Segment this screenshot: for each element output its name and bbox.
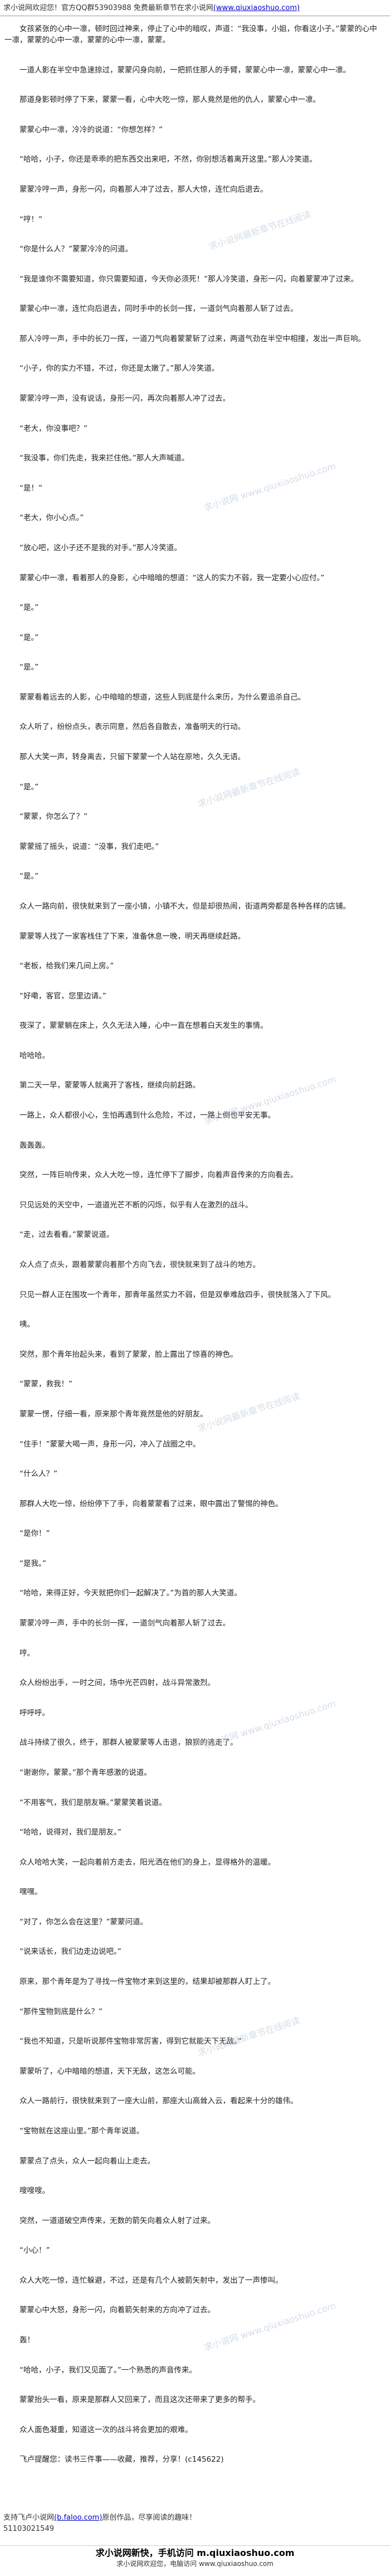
faloo-link[interactable]: (b.faloo.com) (54, 2514, 103, 2522)
paragraph: “说来话长，我们边走边说吧。” (20, 1947, 121, 1956)
paragraph: 蒙蒙点了点头，众人一起向着山上走去。 (20, 2157, 155, 2166)
paragraph: “那件宝物到底是什么？” (20, 2007, 103, 2016)
paragraph: “是。” (20, 783, 39, 792)
paragraph: “住手！”蒙蒙大喝一声，身形一闪，冲入了战圈之中。 (20, 1440, 201, 1449)
paragraph: “我也不知道，只是听说那件宝物非常厉害，得到它就能天下无敌。” (20, 2037, 242, 2046)
qq-group-number: 53903988 (94, 4, 131, 12)
paragraph: 突然，一阵巨响传来，众人大吃一惊，连忙停下了脚步，向着声音传来的方向看去。 (20, 1171, 298, 1180)
paragraph: 蒙蒙抬头一看，原来是那群人又回来了，而且这次还带来了更多的帮手。 (20, 2395, 260, 2404)
paragraph: 那人冷哼一声，手中的长刀一挥，一道刀气向着蒙蒙斩了过来，两道气劲在半空中相撞，发… (20, 334, 365, 343)
paragraph: “哈哈，小子，你还是乖乖的把东西交出来吧，不然，你别想活着离开这里。”那人冷笑道… (20, 155, 317, 164)
paragraph: 哈哈哈。 (20, 1051, 50, 1060)
paragraph: 一道人影在半空中急速掠过，蒙蒙闪身向前，一把抓住那人的手臂，蒙蒙心中一凛，蒙蒙心… (20, 66, 350, 75)
header-prefix: 求小说网欢迎您！官方QQ群 (3, 4, 95, 12)
paragraph: “是我。” (20, 1559, 46, 1568)
paragraph: 只见远处的天空中，一道道光芒不断的闪烁，似乎有人在激烈的战斗。 (20, 1201, 253, 1210)
paragraph: “好嘞，客官，您里边请。” (20, 992, 106, 1001)
paragraph: “对了，你怎么会在这里？”蒙蒙问道。 (20, 1918, 148, 1927)
paragraph: “哈哈，小子，我们又见面了。”一个熟悉的声音传来。 (20, 2366, 197, 2375)
paragraph: “走，过去看看。”蒙蒙说道。 (20, 1230, 114, 1239)
paragraph: 蒙蒙心中一凛，连忙向后退去，同时手中的长剑一挥，一道剑气向着那人斩了过去。 (20, 304, 298, 313)
paragraph: 蒙蒙摇了摇头，说道：“没事，我们走吧。” (20, 842, 159, 851)
paragraph: 呼呼呼。 (20, 1709, 50, 1718)
paragraph: 咦。 (20, 1320, 35, 1329)
paragraph: “蒙蒙，救我！” (20, 1380, 72, 1389)
paragraph: 突然，一道道破空声传来，无数的箭矢向着众人射了过来。 (20, 2216, 215, 2225)
paragraph: “我是谁你不需要知道，你只需要知道，今天你必须死！”那人冷笑道，身形一闪，向着蒙… (20, 275, 358, 284)
paragraph: 飞卢提醒您：读书三件事——收藏，推荐，分享！(c145622) (20, 2455, 224, 2464)
paragraph: “哈哈，说得对，我们是朋友。” (20, 1828, 121, 1837)
paragraph: “老大，你小心点。” (20, 513, 84, 522)
paragraph: “谢谢你，蒙蒙。”那个青年感激的说道。 (20, 1768, 152, 1777)
paragraph: 蒙蒙冷哼一声，没有说话，身形一闪，再次向着那人冲了过去。 (20, 394, 230, 403)
paragraph: 夜深了，蒙蒙躺在床上，久久无法入睡，心中一直在想着白天发生的事情。 (20, 1021, 268, 1030)
footer-support-suffix: 原创作品，尽享阅读的趣味！ (102, 2514, 197, 2522)
paragraph: 蒙蒙冷哼一声，身形一闪，向着那人冲了过去，那人大惊，连忙向后退去。 (20, 185, 268, 194)
paragraph: “是。” (20, 663, 39, 672)
paragraph: 突然，那个青年抬起头来，看到了蒙蒙，脸上露出了惊喜的神色。 (20, 1350, 238, 1359)
paragraph: 嗖嗖嗖。 (20, 2186, 50, 2195)
paragraph: “是你！” (20, 1529, 50, 1538)
paragraph: “宝物就在这座山里。”那个青年说道。 (20, 2127, 144, 2136)
paragraph: 众人点了点头，跟着蒙蒙向着那个方向飞去，很快就来到了战斗的地方。 (20, 1260, 260, 1269)
paragraph: 那道身影顿时停了下来，蒙蒙一看，心中大吃一惊，那人竟然是他的仇人，蒙蒙心中一凛。 (20, 95, 320, 104)
paragraph: 蒙蒙心中一凛，看着那人的身影，心中暗暗的想道：“这人的实力不弱，我一定要小心应付… (20, 574, 325, 583)
paragraph: “哼！” (20, 215, 42, 224)
paragraph: “是！” (20, 484, 42, 493)
paragraph: 蒙蒙一愣，仔细一看，原来那个青年竟然是他的好朋友。 (20, 1410, 208, 1419)
paragraph: 女孩紧张的心中一凛，顿时回过神来，停止了心中的暗叹，声道：“我没事，小姐，你看这… (4, 25, 377, 45)
paragraph: “是。” (20, 872, 39, 881)
paragraph: 哼。 (20, 1649, 35, 1658)
footer-support-line: 支持飞卢小说网(b.faloo.com)原创作品，尽享阅读的趣味！ (3, 2513, 196, 2523)
paragraph: “什么人？” (20, 1469, 57, 1478)
paragraph: 蒙蒙看着远去的人影，心中暗暗的想道，这些人到底是什么来历，为什么要追杀自己。 (20, 693, 305, 702)
paragraph: 只见一群人正在围攻一个青年，那青年虽然实力不弱，但是双拳难敌四手，很快就落入了下… (20, 1291, 335, 1299)
paragraph: 轰！ (20, 2336, 35, 2345)
paragraph: “哈哈，来得正好，今天就把你们一起解决了。”为首的那人大笑道。 (20, 1589, 242, 1598)
site-url-link[interactable]: (www.qiuxiaoshuo.com) (213, 4, 300, 12)
paragraph: “老板，给我们来几间上房。” (20, 962, 114, 971)
footer-support-prefix: 支持飞卢小说网 (3, 2514, 55, 2522)
paragraph: 蒙蒙听了，心中暗暗的想道，天下无敌，这怎么可能。 (20, 2067, 200, 2076)
paragraph: 嘿嘿。 (20, 1888, 42, 1896)
paragraph: 蒙蒙心中大怒，身形一闪，向着箭矢射来的方向冲了过去。 (20, 2306, 215, 2315)
paragraph: “不用客气，我们是朋友嘛。”蒙蒙笑着说道。 (20, 1798, 167, 1807)
paragraph: 众人大吃一惊，连忙躲避，不过，还是有几个人被箭矢射中，发出了一声惨叫。 (20, 2276, 283, 2285)
paragraph: 众人一路前行，很快就来到了一座大山前，那座大山高耸入云，看起来十分的雄伟。 (20, 2097, 298, 2106)
paragraph: 战斗持续了很久，终于，那群人被蒙蒙等人击退，狼狈的逃走了。 (20, 1738, 238, 1747)
paragraph: 蒙蒙心中一凛，冷冷的说道：“你想怎样？” (20, 125, 163, 134)
site-ad-banner[interactable]: 求小说网新快，手机访问 m.qiuxiaoshuo.com 求小说网欢迎您，电脑… (0, 2545, 390, 2576)
paragraph: “是。” (20, 603, 39, 612)
paragraph: 轰轰轰。 (20, 1141, 50, 1150)
paragraph: 蒙蒙等人找了一家客栈住了下来，准备休息一晚，明天再继续赶路。 (20, 932, 245, 941)
paragraph: “小心！” (20, 2246, 50, 2255)
paragraph: 那人大笑一声，转身离去，只留下蒙蒙一个人站在原地，久久无语。 (20, 753, 245, 761)
paragraph: 一路上，众人都很小心，生怕再遇到什么危险，不过，一路上倒也平安无事。 (20, 1111, 275, 1120)
paragraph: 蒙蒙冷哼一声，手中的长剑一挥，一道剑气向着那人斩了过去。 (20, 1619, 230, 1628)
paragraph: 那群人大吃一惊，纷纷停下了手，向着蒙蒙看了过来，眼中露出了警惕的神色。 (20, 1500, 283, 1508)
paragraph: “小子，你的实力不错，不过，你还是太嫩了。”那人冷笑道。 (20, 364, 220, 373)
paragraph: 众人听了，纷纷点头，表示同意，然后各自散去，准备明天的行动。 (20, 722, 245, 731)
paragraph: “你是什么人？”蒙蒙冷冷的问道。 (20, 245, 133, 254)
paragraph: “我没事，你们先走，我来拦住他。”那人大声喊道。 (20, 454, 189, 463)
paragraph: 原来，那个青年是为了寻找一件宝物才来到这里的，结果却被那群人盯上了。 (20, 1977, 275, 1986)
paragraph: 众人一路向前，很快就来到了一座小镇，小镇不大，但是却很热闹，街道两旁都是各种各样… (20, 902, 350, 911)
paragraph: “老大，你没事吧？” (20, 424, 87, 433)
paragraph: “是。” (20, 633, 39, 642)
site-header: 求小说网欢迎您！官方QQ群53903988 免费最新章节在求小说网(www.qi… (3, 3, 387, 13)
free-read-notice: 免费最新章节在求小说网 (133, 4, 213, 12)
paragraph: “放心吧，这小子还不是我的对手。”那人冷笑道。 (20, 544, 182, 552)
paragraph: “蒙蒙，你怎么了？” (20, 812, 87, 821)
paragraph: 众人面色凝重，知道这一次的战斗将会更加的艰难。 (20, 2425, 193, 2434)
paragraph: 众人哈哈大笑，一起向着前方走去，阳光洒在他们的身上，显得格外的温暖。 (20, 1858, 275, 1867)
ad-title: 求小说网新快，手机访问 m.qiuxiaoshuo.com (95, 2548, 295, 2558)
paragraph: 众人纷纷出手，一时之间，场中光芒四射，战斗异常激烈。 (20, 1678, 215, 1687)
footer-code: 51103021549 (3, 2525, 54, 2533)
ad-subtitle: 求小说网欢迎您，电脑访问 www.qiuxiaoshuo.com (116, 2560, 274, 2568)
paragraph: 第二天一早，蒙蒙等人就离开了客栈，继续向前赶路。 (20, 1081, 200, 1090)
